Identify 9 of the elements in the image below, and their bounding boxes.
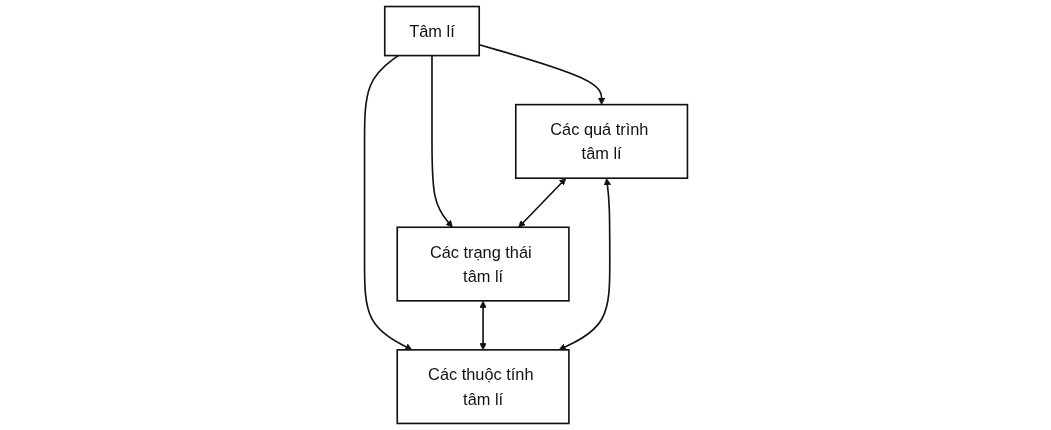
arrow [430, 54, 453, 228]
arrow [479, 300, 487, 351]
arrow [517, 178, 566, 228]
arrow [363, 54, 412, 351]
arrow [558, 178, 611, 351]
node-box: Các trạng thái tâm lí [395, 226, 570, 302]
node-box: Các quá trình tâm lí [514, 103, 688, 180]
node-box: Tâm lí [383, 5, 480, 57]
node-box: Các thuộc tính tâm lí [395, 349, 570, 425]
